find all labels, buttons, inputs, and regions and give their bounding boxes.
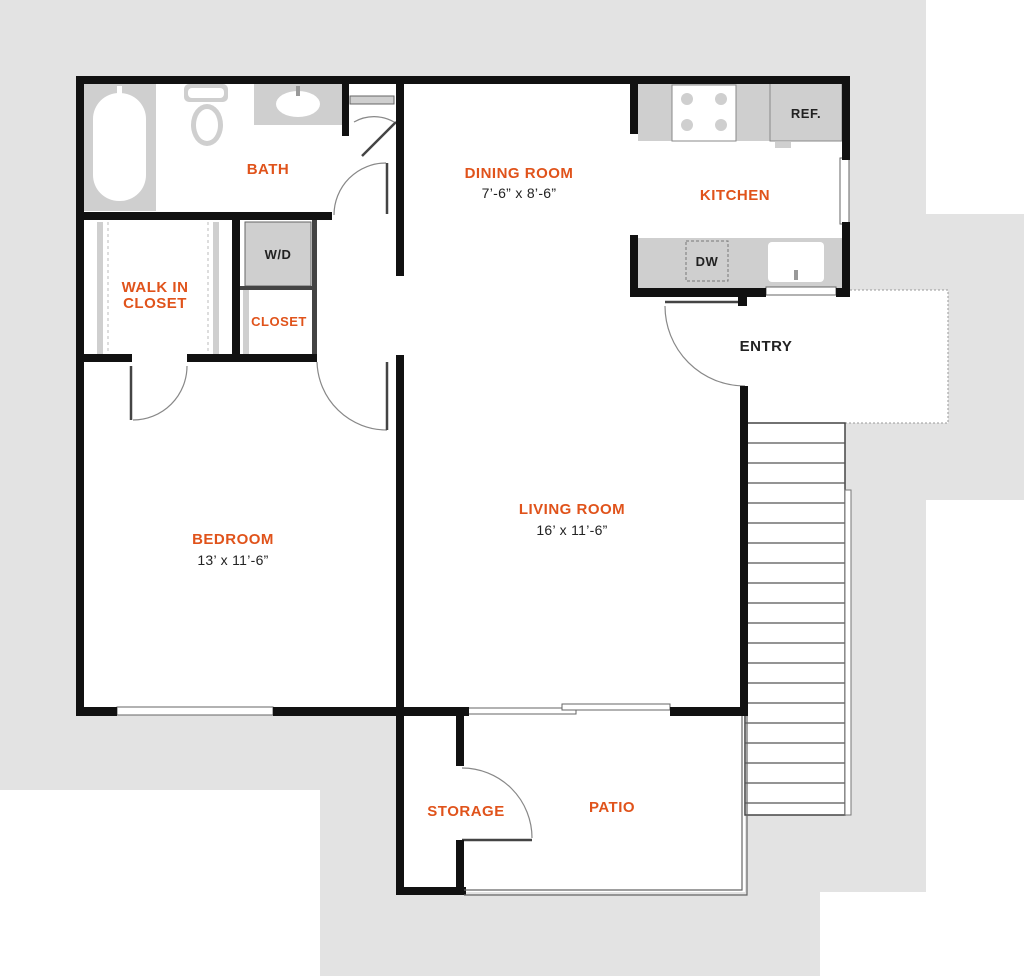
dining-room-label: DINING ROOM [465, 165, 574, 182]
door-swing-icon [132, 116, 746, 839]
bedroom-label: BEDROOM [192, 531, 274, 548]
dining-room-dimensions: 7’-6” x 8’-6” [482, 185, 557, 201]
bath-label: BATH [247, 161, 290, 178]
room-labels: BATH WALK IN CLOSET CLOSET DINING ROOM 7… [122, 161, 793, 820]
bedroom-dimensions: 13’ x 11’-6” [197, 552, 268, 568]
dishwasher-label: DW [696, 254, 719, 269]
bathtub-icon [83, 83, 156, 211]
refrigerator: REF. [769, 82, 843, 148]
closet-rods [107, 222, 209, 354]
sink-icon [254, 83, 342, 125]
washer-dryer-label: W/D [265, 247, 292, 262]
kitchen-label: KITCHEN [700, 187, 770, 204]
toilet-icon [184, 84, 228, 146]
kitchen-sink-icon [768, 242, 824, 282]
living-room-label: LIVING ROOM [519, 501, 625, 518]
refrigerator-label: REF. [791, 106, 821, 121]
walls [76, 76, 850, 895]
washer-dryer: W/D [244, 221, 312, 287]
entry-landing [845, 289, 949, 424]
living-room-dimensions: 16’ x 11’-6” [536, 522, 607, 538]
walk-in-closet-label-line1: WALK IN [122, 279, 189, 296]
kitchen-fixtures: REF. DW [638, 82, 843, 288]
patio-railing [464, 716, 748, 896]
bath-fixtures [83, 83, 342, 211]
closet-shelves [97, 222, 249, 354]
storage-label: STORAGE [427, 803, 504, 820]
walk-in-closet-label-line2: CLOSET [123, 295, 187, 312]
stairs-icon [744, 422, 852, 816]
stove-icon [671, 84, 737, 142]
door-leaves [129, 121, 738, 842]
closet-label: CLOSET [251, 314, 307, 329]
patio-label: PATIO [589, 799, 635, 816]
entry-label: ENTRY [740, 338, 793, 355]
dishwasher: DW [685, 240, 729, 282]
